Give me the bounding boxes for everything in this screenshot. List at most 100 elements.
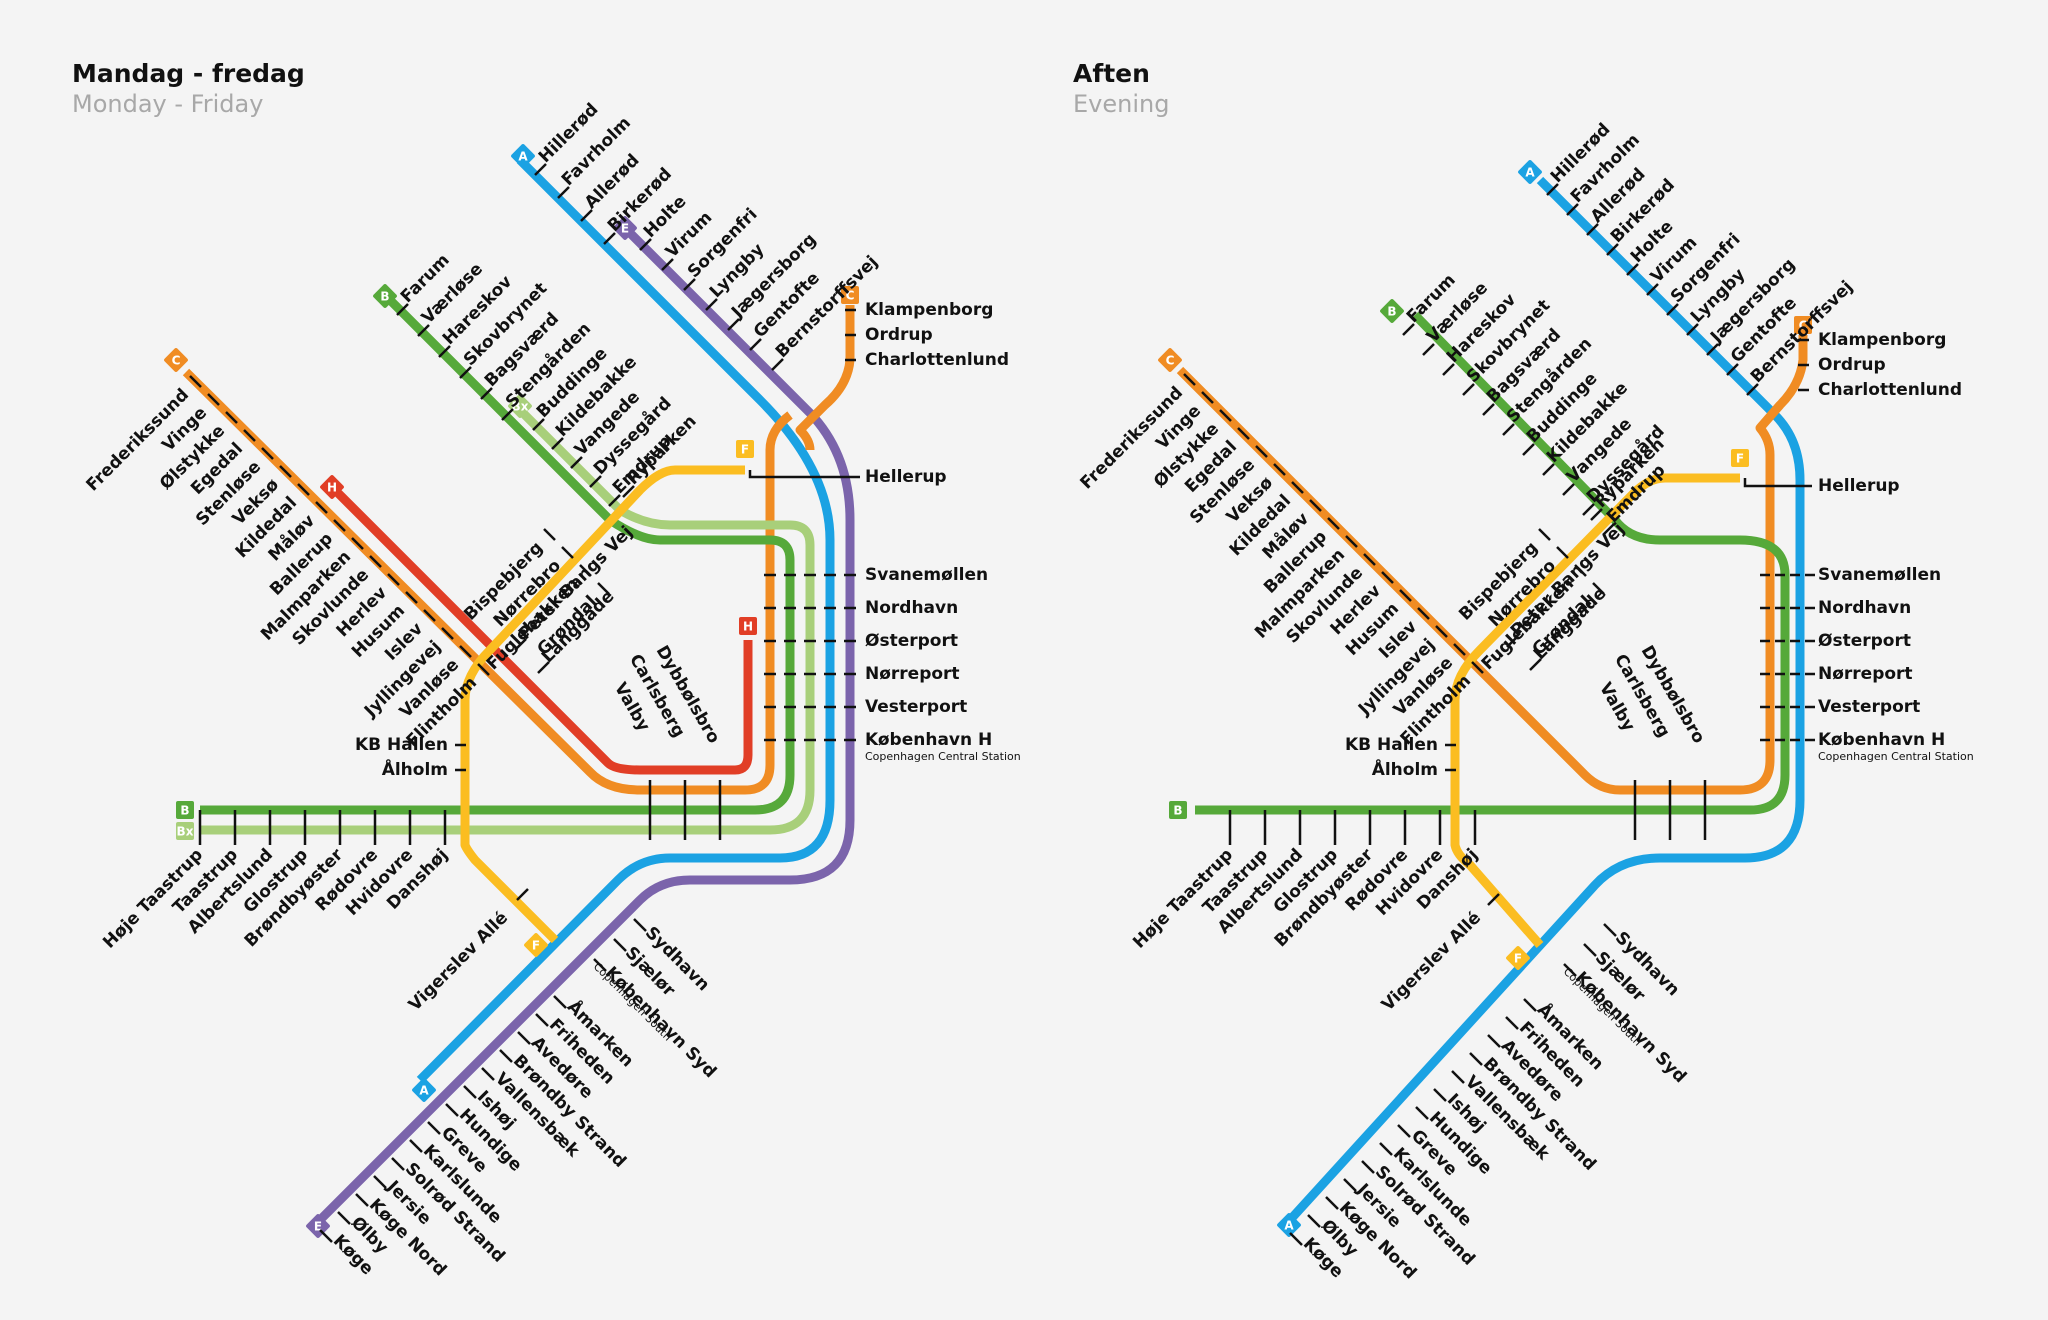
station-label: KB Hallen bbox=[1345, 735, 1438, 755]
station-tick bbox=[639, 238, 652, 251]
station-tick bbox=[333, 519, 346, 532]
station-tick bbox=[1746, 383, 1759, 396]
station-label: Svanemøllen bbox=[865, 565, 988, 585]
station-tick bbox=[1626, 263, 1639, 276]
station-tick bbox=[580, 209, 593, 222]
station-tick bbox=[516, 888, 529, 901]
line-badge bbox=[176, 822, 194, 840]
line-f bbox=[1450, 473, 1740, 948]
station-label: Klampenborg bbox=[865, 300, 993, 320]
line-badge-label: F bbox=[1514, 952, 1522, 966]
station-label: Nørreport bbox=[865, 664, 960, 684]
station-tick bbox=[1435, 625, 1448, 638]
line-badge-label: B bbox=[380, 290, 389, 304]
station-tick bbox=[1606, 243, 1619, 256]
line-badge-label: H bbox=[743, 620, 753, 634]
line-badge-label: C bbox=[1166, 354, 1175, 368]
station-tick bbox=[1646, 283, 1659, 296]
station-tick bbox=[749, 338, 762, 351]
line-h bbox=[326, 481, 753, 775]
station-tick bbox=[1453, 643, 1466, 656]
line-badge bbox=[164, 348, 188, 372]
line-c bbox=[182, 368, 793, 795]
station-tick bbox=[477, 663, 490, 676]
station-tick bbox=[1381, 571, 1394, 584]
line-badge-label: A bbox=[1525, 166, 1535, 180]
station-label: KB Hallen bbox=[355, 735, 448, 755]
line-badge-label: Bx bbox=[177, 825, 194, 839]
station-tick bbox=[613, 938, 627, 952]
station-tick bbox=[279, 465, 292, 478]
station-tick bbox=[499, 1049, 513, 1063]
station-tick bbox=[243, 429, 256, 442]
station-tick bbox=[553, 995, 567, 1009]
station-tick bbox=[1399, 589, 1412, 602]
station-tick bbox=[1325, 1196, 1339, 1210]
station-tick bbox=[1686, 323, 1699, 336]
station-tick bbox=[1307, 1214, 1321, 1228]
station-tick bbox=[622, 485, 635, 498]
line-badge bbox=[176, 801, 194, 819]
station-tick bbox=[579, 564, 592, 577]
station-tick bbox=[532, 418, 545, 431]
station-tick bbox=[570, 456, 583, 469]
station-tick bbox=[441, 627, 454, 640]
line-badge-label: A bbox=[419, 1084, 429, 1098]
station-tick bbox=[369, 555, 382, 568]
line-badge-label: B bbox=[1387, 305, 1396, 319]
station-tick bbox=[1505, 1016, 1519, 1030]
line-badge-label: B bbox=[1173, 804, 1182, 818]
station-tick bbox=[1522, 443, 1535, 456]
line-bx bbox=[200, 406, 815, 835]
station-tick bbox=[1451, 1070, 1465, 1084]
station-tick bbox=[1529, 658, 1542, 671]
station-tick bbox=[1666, 303, 1679, 316]
station-tick bbox=[319, 1229, 333, 1243]
station-tick bbox=[1502, 423, 1515, 436]
line-badge bbox=[736, 440, 754, 458]
station-label: Charlottenlund bbox=[865, 350, 1009, 370]
station-label: Ordrup bbox=[1818, 355, 1886, 375]
station-tick bbox=[1379, 1142, 1393, 1156]
station-tick bbox=[537, 661, 550, 674]
station-tick bbox=[315, 501, 328, 514]
line-badge-label: E bbox=[314, 1220, 322, 1234]
station-tick bbox=[261, 447, 274, 460]
station-tick bbox=[1546, 183, 1559, 196]
station-label: Ålholm bbox=[1372, 757, 1438, 780]
station-tick bbox=[189, 375, 202, 388]
station-label: Nørreport bbox=[1818, 664, 1913, 684]
station-tick bbox=[481, 1067, 495, 1081]
station-tick bbox=[535, 1013, 549, 1027]
station-tick bbox=[1592, 582, 1605, 595]
station-tick bbox=[373, 1175, 387, 1189]
line-badge-label: A bbox=[1284, 1219, 1294, 1233]
station-tick bbox=[1603, 923, 1617, 937]
station-tick bbox=[1583, 943, 1597, 957]
station-tick bbox=[1482, 403, 1495, 416]
line-badge-label: H bbox=[327, 481, 337, 495]
station-tick bbox=[1183, 373, 1196, 386]
line-badge bbox=[1380, 299, 1404, 323]
station-label: Hellerup bbox=[1818, 476, 1900, 496]
station-tick bbox=[561, 546, 574, 559]
line-badge bbox=[1794, 316, 1812, 334]
line-badge bbox=[320, 475, 344, 499]
station-tick bbox=[1538, 528, 1551, 541]
station-label: Østerport bbox=[1818, 631, 1911, 651]
evening-title: Aften bbox=[1073, 59, 1150, 88]
station-tick bbox=[683, 278, 696, 291]
station-tick bbox=[1345, 535, 1358, 548]
station-tick bbox=[405, 591, 418, 604]
station-tick bbox=[1566, 203, 1579, 216]
station-label: Charlottenlund bbox=[1818, 380, 1962, 400]
station-label: København H bbox=[865, 730, 992, 750]
station-tick bbox=[1343, 1178, 1357, 1192]
station-tick bbox=[1542, 463, 1555, 476]
line-badge-label: C bbox=[846, 289, 855, 303]
station-tick bbox=[633, 918, 647, 932]
line-badge-label: Bx bbox=[512, 400, 529, 414]
line-badge-label: F bbox=[1736, 452, 1744, 466]
station-tick bbox=[463, 1085, 477, 1099]
